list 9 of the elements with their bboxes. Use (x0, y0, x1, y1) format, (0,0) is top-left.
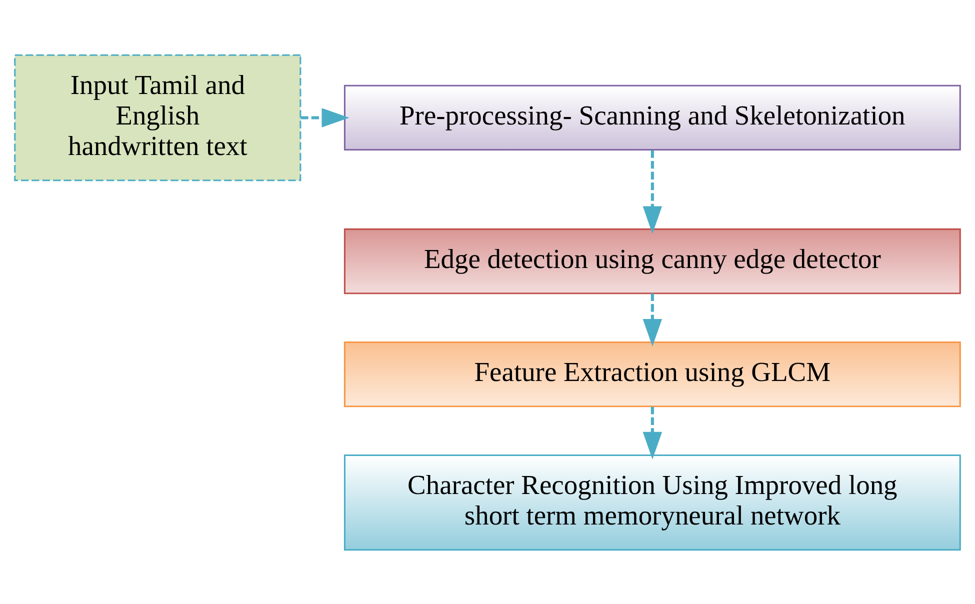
arrow (642, 150, 662, 234)
arrow (300, 108, 350, 127)
arrow (642, 292, 662, 346)
arrow (642, 406, 662, 459)
node-box: Pre-processing- Scanning and Skeletonization (344, 84, 961, 150)
node-box: Feature Extraction using GLCM (344, 340, 961, 407)
node-box: Character Recognition Using Improved long short term memoryneural network (344, 454, 961, 550)
node-box: Edge detection using canny edge detector (344, 228, 961, 294)
node-box: Input Tamil and English handwritten text (14, 54, 302, 181)
